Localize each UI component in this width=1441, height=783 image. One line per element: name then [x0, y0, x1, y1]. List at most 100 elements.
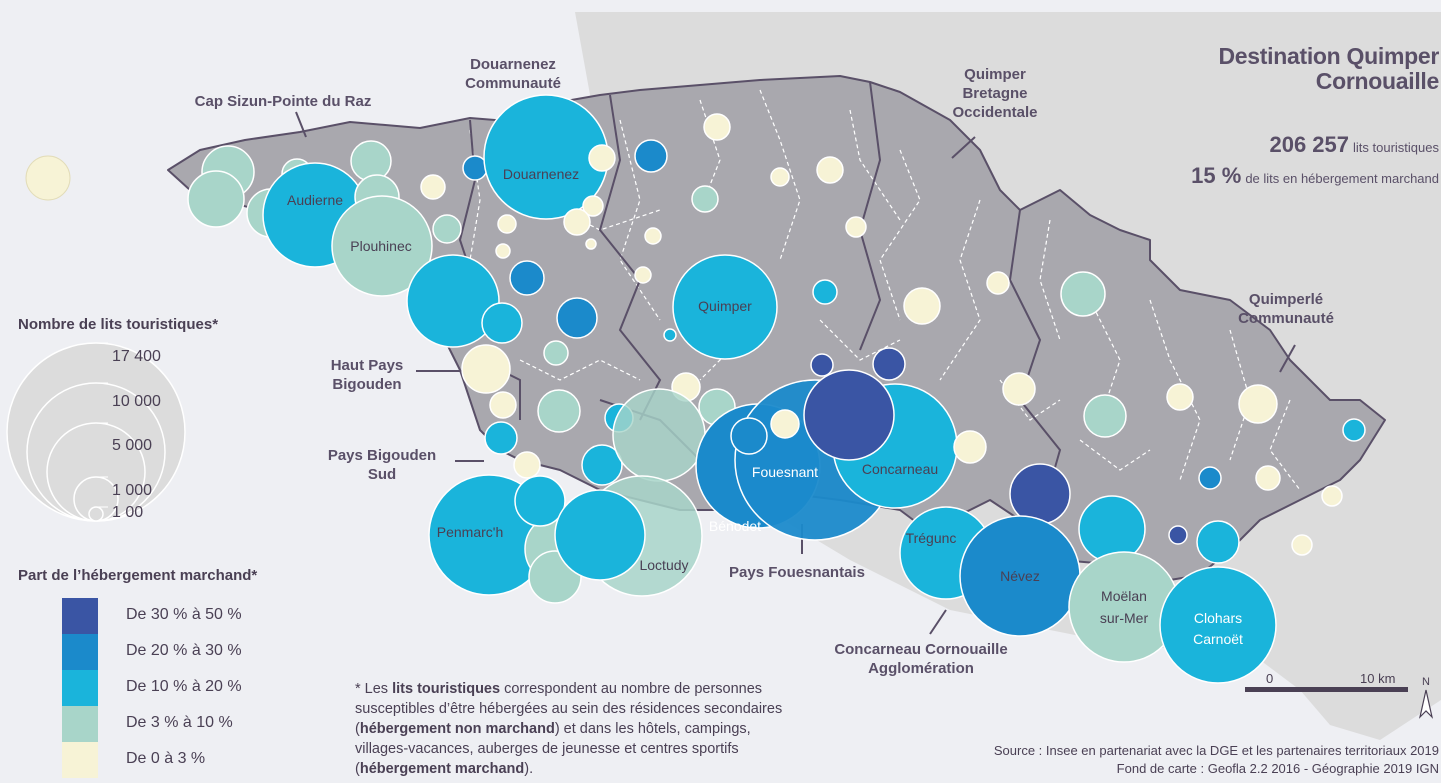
commune-label: Trégunc: [905, 530, 957, 546]
bubbles: [187, 94, 1366, 684]
size-legend-value: 1 000: [112, 482, 153, 499]
class-swatch: [62, 706, 98, 742]
epci-label-line: Quimper: [964, 66, 1026, 83]
class-swatch: [62, 670, 98, 706]
bubble: [406, 254, 500, 348]
bubble: [812, 279, 838, 305]
commune-label: Moëlan: [1101, 588, 1147, 604]
north-label: N: [1422, 676, 1430, 688]
class-label: De 30 % à 50 %: [126, 606, 242, 623]
north-arrow-icon: [1418, 689, 1434, 719]
class-legend-row: De 3 % à 10 %: [62, 706, 322, 742]
bubble: [845, 216, 867, 238]
bubble: [1342, 418, 1366, 442]
bubble: [497, 214, 517, 234]
bubble: [461, 344, 511, 394]
commune-label: Penmarc'h: [436, 524, 504, 540]
bubble: [770, 167, 790, 187]
class-legend-title: Part de l’hébergement marchand*: [18, 567, 258, 584]
scale-end: 10 km: [1360, 671, 1396, 686]
bubble: [581, 444, 623, 486]
bubble: [872, 347, 906, 381]
territory-shape: [167, 75, 1386, 581]
bubble: [1078, 495, 1146, 563]
bubble: [543, 340, 569, 366]
bubble: [1002, 372, 1036, 406]
class-label: De 0 à 3 %: [126, 750, 206, 767]
bubble: [350, 140, 392, 182]
bubble: [903, 287, 941, 325]
bubble: [420, 174, 446, 200]
epci-label-line: Bigouden: [332, 376, 402, 393]
bubble: [1291, 534, 1313, 556]
epci-label: Pays Fouesnantais: [729, 563, 865, 582]
bubble-quimper: [672, 254, 778, 360]
bubble: [432, 214, 462, 244]
commune-label: Carnoët: [1193, 631, 1243, 647]
bubble-clohars: [1159, 566, 1277, 684]
size-legend-value: 5 000: [112, 437, 153, 454]
bubble: [1060, 271, 1106, 317]
stat-value: 206 257: [1269, 132, 1350, 157]
bubble: [1083, 394, 1127, 438]
source-line: Source : Insee en partenariat avec la DG…: [993, 743, 1439, 758]
bubble: [663, 328, 677, 342]
class-label: De 20 % à 30 %: [126, 642, 242, 659]
commune-label: Fouesnant: [751, 464, 819, 480]
bubble-plouhinec: [331, 195, 433, 297]
bubble: [489, 391, 517, 419]
bubble: [810, 353, 834, 377]
map-title-line2: Cornouaille: [1315, 68, 1440, 94]
bubble: [554, 489, 646, 581]
class-label: De 10 % à 20 %: [126, 678, 242, 695]
stat-market-share: 15 %de lits en hébergement marchand: [1191, 163, 1439, 189]
scale-bar: [1245, 687, 1408, 692]
basemap-line: Fond de carte : Geofla 2.2 2016 - Géogra…: [1116, 761, 1439, 776]
class-swatch: [62, 634, 98, 670]
epci-label-line: Communauté: [465, 75, 561, 92]
bubble: [986, 271, 1010, 295]
bubble: [1166, 383, 1194, 411]
epci-label-line: Agglomération: [868, 660, 974, 677]
stat-value: 15 %: [1191, 163, 1242, 188]
class-legend-row: De 0 à 3 %: [62, 742, 322, 778]
size-legend-leaders: [96, 342, 108, 508]
epci-label-line: Pays Bigouden: [327, 447, 437, 464]
bubble: [187, 170, 245, 228]
epci-label: Cap Sizun-Pointe du Raz: [195, 92, 372, 111]
map-title: Destination Quimper Cornouaille: [1219, 44, 1440, 94]
epci-label-line: Cap Sizun-Pointe du Raz: [194, 93, 372, 110]
commune-label: Bénodet: [708, 518, 762, 534]
bubble: [691, 185, 719, 213]
size-legend-value: 17 400: [112, 348, 161, 365]
bubble: [585, 238, 597, 250]
bubble: [612, 388, 706, 482]
bubble: [582, 195, 604, 217]
class-legend-row: De 20 % à 30 %: [62, 634, 322, 670]
commune-label: Loctudy: [639, 557, 689, 573]
source-credits: Source : Insee en partenariat avec la DG…: [994, 742, 1439, 778]
bubble: [770, 409, 800, 439]
bubble: [588, 144, 616, 172]
bubble: [1198, 466, 1222, 490]
size-legend-title: Nombre de lits touristiques*: [18, 316, 219, 333]
commune-label: Clohars: [1193, 610, 1243, 626]
class-swatch: [62, 598, 98, 634]
bubble: [703, 113, 731, 141]
epci-label-line: Douarnenez: [470, 56, 556, 73]
commune-label: sur-Mer: [1099, 610, 1149, 626]
bubble: [1196, 520, 1240, 564]
bubble: [953, 430, 987, 464]
commune-label: Audierne: [286, 192, 344, 208]
class-swatch: [62, 742, 98, 778]
size-legend-value: 1 00: [112, 504, 144, 521]
footnote: * Les lits touristiques correspondent au…: [355, 681, 783, 777]
epci-label-line: Bretagne: [962, 85, 1028, 102]
bubble: [1168, 525, 1188, 545]
bubble: [513, 451, 541, 479]
bubble: [644, 227, 662, 245]
epci-label-line: Haut Pays: [330, 357, 404, 374]
